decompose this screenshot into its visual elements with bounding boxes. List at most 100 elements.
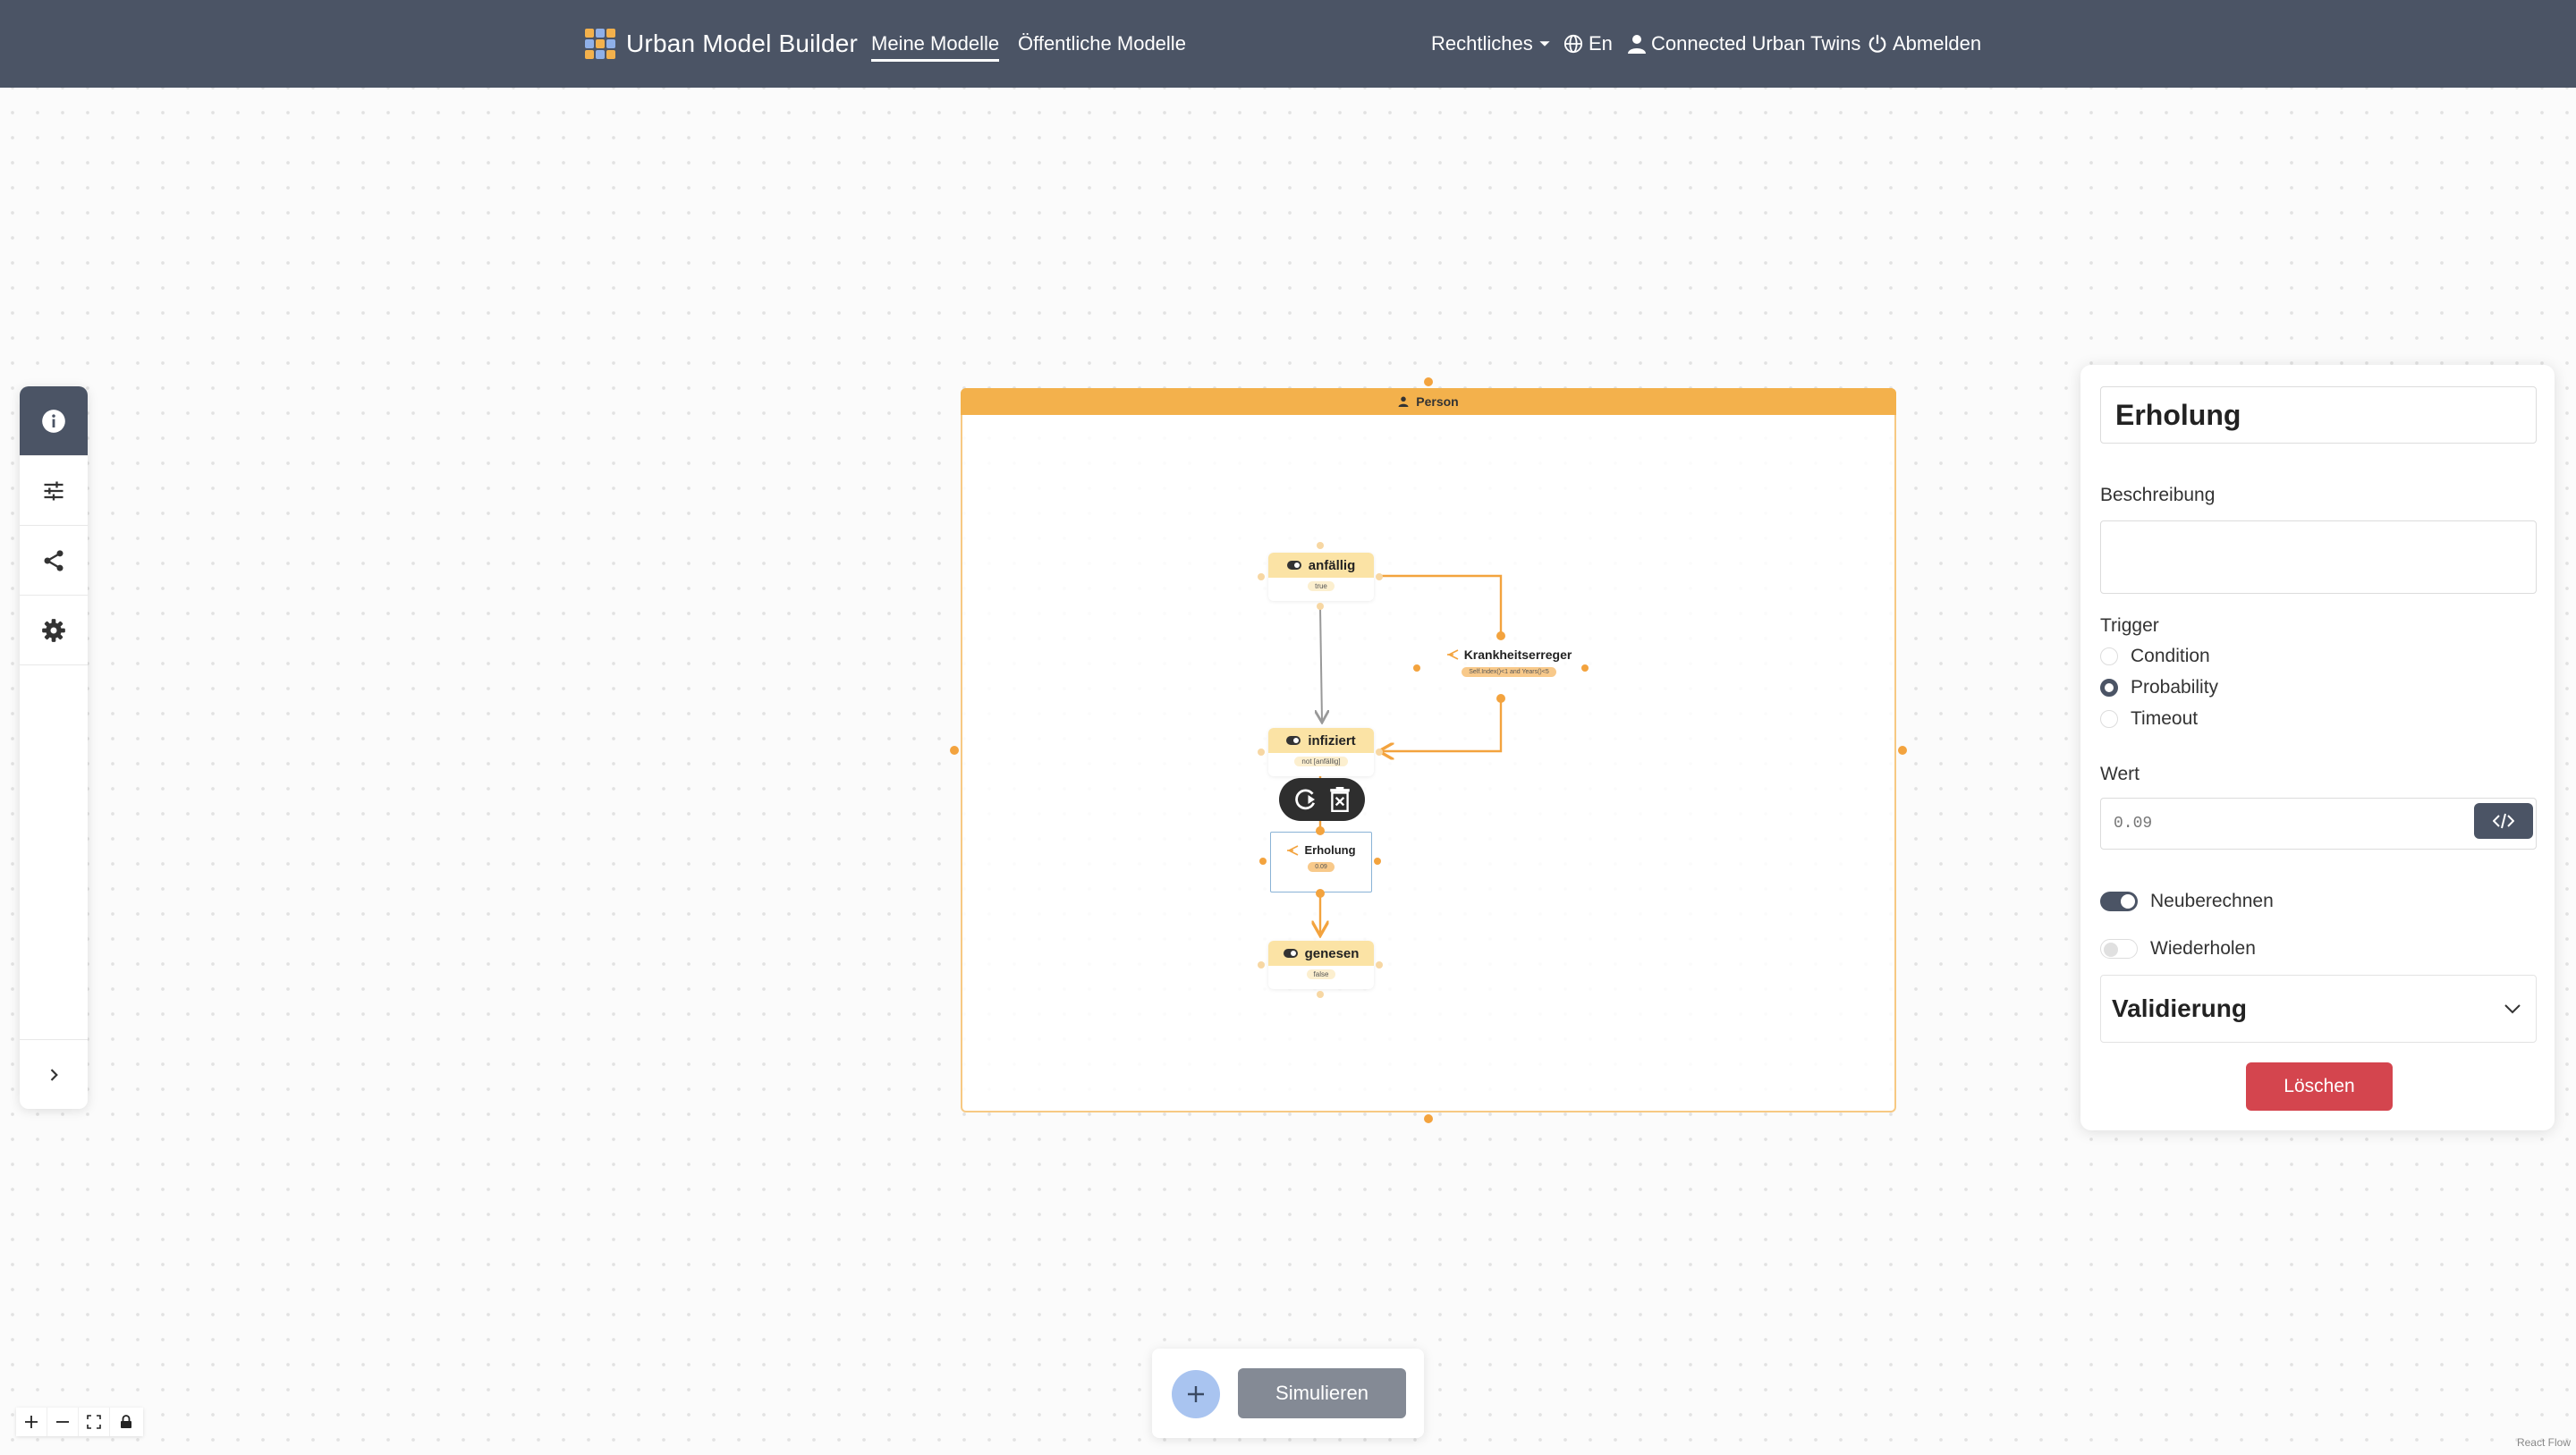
info-icon bbox=[42, 409, 65, 433]
toggle-icon bbox=[1286, 736, 1301, 745]
react-flow-attribution[interactable]: React Flow bbox=[2516, 1436, 2571, 1449]
user-menu[interactable]: Connected Urban Twins bbox=[1628, 32, 1860, 55]
state-head: genesen bbox=[1268, 941, 1374, 966]
navbar: Urban Model Builder Meine Modelle Öffent… bbox=[0, 0, 2576, 88]
node-handle[interactable] bbox=[1317, 603, 1324, 610]
node-handle[interactable] bbox=[1258, 573, 1265, 580]
logout-label: Abmelden bbox=[1893, 32, 1982, 55]
recalculate-toggle-row[interactable]: Neuberechnen bbox=[2100, 891, 2274, 912]
nav-my-models[interactable]: Meine Modelle bbox=[871, 32, 1000, 62]
expand-toolbar-button[interactable] bbox=[20, 1039, 88, 1109]
parameters-button[interactable] bbox=[20, 456, 88, 526]
lock-icon bbox=[120, 1415, 131, 1428]
brand-logo-icon bbox=[585, 29, 615, 59]
recalculate-label: Neuberechnen bbox=[2150, 891, 2274, 911]
plus-icon bbox=[1188, 1386, 1204, 1402]
user-label: Connected Urban Twins bbox=[1651, 32, 1861, 55]
radio-label: Condition bbox=[2131, 646, 2210, 666]
zoom-out-button[interactable] bbox=[47, 1408, 79, 1436]
brand[interactable]: Urban Model Builder bbox=[585, 29, 858, 59]
name-input[interactable]: Erholung bbox=[2100, 386, 2537, 444]
node-handle[interactable] bbox=[1496, 631, 1505, 640]
person-icon bbox=[1398, 396, 1409, 407]
node-handle[interactable] bbox=[1316, 889, 1325, 898]
group-handle-bottom[interactable] bbox=[1424, 1114, 1433, 1123]
flow-arrow-icon bbox=[1287, 844, 1299, 856]
plus-icon bbox=[25, 1416, 38, 1428]
transition-value: 0.09 bbox=[1308, 862, 1335, 872]
group-handle-top[interactable] bbox=[1424, 377, 1433, 386]
simulate-button[interactable]: Simulieren bbox=[1238, 1368, 1406, 1418]
description-textarea[interactable] bbox=[2100, 520, 2537, 594]
toggle-knob bbox=[2104, 943, 2118, 957]
transition-node-krankheitserreger[interactable]: Krankheitserreger Self.Index()<1 and Yea… bbox=[1435, 647, 1583, 677]
node-handle[interactable] bbox=[1581, 664, 1589, 672]
settings-button[interactable] bbox=[20, 596, 88, 665]
lock-button[interactable] bbox=[110, 1408, 141, 1436]
code-icon bbox=[2493, 813, 2514, 829]
node-handle[interactable] bbox=[1376, 961, 1383, 969]
radio-probability[interactable] bbox=[2100, 679, 2118, 697]
state-node-genesen[interactable]: genesen false bbox=[1268, 941, 1374, 989]
language-label: En bbox=[1589, 32, 1613, 55]
group-handle-left[interactable] bbox=[950, 746, 959, 755]
node-handle[interactable] bbox=[1259, 858, 1267, 865]
node-handle[interactable] bbox=[1376, 573, 1383, 580]
transition-title: Krankheitserreger bbox=[1446, 647, 1572, 662]
add-node-button[interactable] bbox=[1172, 1370, 1220, 1418]
state-value: not [anfällig] bbox=[1294, 757, 1348, 766]
chevron-right-icon bbox=[50, 1068, 58, 1081]
toggle-icon bbox=[1286, 561, 1301, 570]
trigger-option-timeout[interactable]: Timeout bbox=[2100, 708, 2198, 730]
node-handle[interactable] bbox=[1316, 826, 1325, 835]
node-handle[interactable] bbox=[1258, 749, 1265, 756]
state-value: true bbox=[1308, 581, 1335, 591]
group-node-person[interactable]: Person bbox=[961, 388, 1896, 1112]
share-button[interactable] bbox=[20, 526, 88, 596]
node-handle[interactable] bbox=[1258, 961, 1265, 969]
bottom-toolbar: Simulieren bbox=[1152, 1349, 1424, 1438]
radio-condition[interactable] bbox=[2100, 647, 2118, 665]
validation-accordion[interactable]: Validierung bbox=[2100, 975, 2537, 1043]
node-handle[interactable] bbox=[1317, 542, 1324, 549]
info-button[interactable] bbox=[20, 386, 88, 456]
nav-public-models[interactable]: Öffentliche Modelle bbox=[1018, 32, 1186, 55]
node-handle[interactable] bbox=[1317, 991, 1324, 998]
caret-down-icon bbox=[1539, 41, 1550, 47]
delete-button[interactable]: Löschen bbox=[2246, 1062, 2393, 1111]
legal-label: Rechtliches bbox=[1431, 32, 1533, 55]
repeat-toggle-row[interactable]: Wiederholen bbox=[2100, 938, 2256, 960]
transition-label: Krankheitserreger bbox=[1463, 647, 1572, 662]
swap-icon[interactable] bbox=[1292, 786, 1319, 813]
transition-value: Self.Index()<1 and Years()<5 bbox=[1462, 667, 1556, 677]
flow-arrow-icon bbox=[1446, 649, 1459, 660]
fit-view-button[interactable] bbox=[79, 1408, 110, 1436]
value-label: Wert bbox=[2100, 764, 2140, 784]
zoom-in-button[interactable] bbox=[16, 1408, 47, 1436]
legal-dropdown[interactable]: Rechtliches bbox=[1431, 32, 1551, 55]
node-handle[interactable] bbox=[1413, 664, 1420, 672]
logout-button[interactable]: Abmelden bbox=[1868, 32, 1981, 55]
state-node-infiziert[interactable]: infiziert not [anfällig] bbox=[1268, 728, 1374, 776]
code-editor-button[interactable] bbox=[2474, 803, 2533, 839]
group-handle-right[interactable] bbox=[1898, 746, 1907, 755]
gear-icon bbox=[42, 618, 65, 642]
node-handle[interactable] bbox=[1374, 858, 1381, 865]
repeat-toggle[interactable] bbox=[2100, 939, 2138, 959]
transition-node-erholung[interactable]: Erholung 0.09 bbox=[1270, 832, 1372, 892]
state-head: infiziert bbox=[1268, 728, 1374, 753]
transition-body: Erholung 0.09 bbox=[1271, 843, 1371, 872]
globe-icon bbox=[1563, 34, 1583, 54]
node-handle[interactable] bbox=[1376, 749, 1383, 756]
state-node-anfaellig[interactable]: anfällig true bbox=[1268, 553, 1374, 601]
trigger-option-condition[interactable]: Condition bbox=[2100, 646, 2210, 667]
value-input[interactable]: 0.09 bbox=[2100, 798, 2537, 850]
radio-label: Timeout bbox=[2131, 708, 2199, 729]
delete-node-icon[interactable] bbox=[1328, 787, 1352, 812]
trigger-option-probability[interactable]: Probability bbox=[2100, 677, 2218, 698]
radio-timeout[interactable] bbox=[2100, 710, 2118, 728]
recalculate-toggle[interactable] bbox=[2100, 892, 2138, 911]
node-handle[interactable] bbox=[1496, 694, 1505, 703]
repeat-label: Wiederholen bbox=[2150, 938, 2256, 959]
language-switch[interactable]: En bbox=[1563, 32, 1613, 55]
